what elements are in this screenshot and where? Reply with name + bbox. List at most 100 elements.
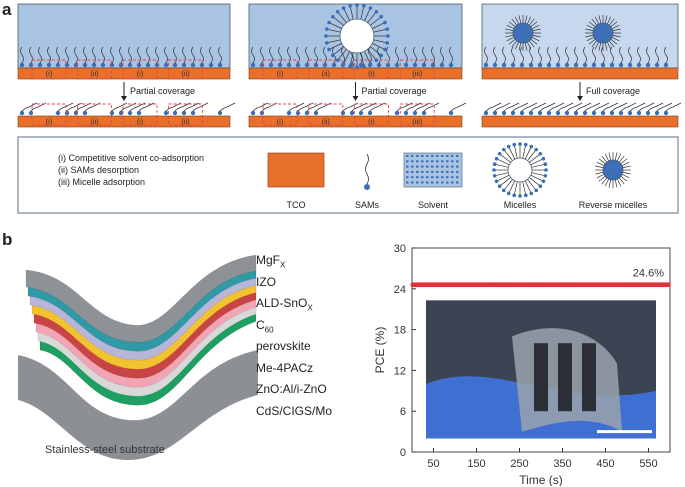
micelle-tail — [611, 24, 620, 29]
legend-symbol-label: Solvent — [418, 200, 449, 210]
sam-chain — [164, 46, 168, 64]
micelle-head — [512, 193, 517, 198]
sam-chain — [20, 46, 24, 64]
sam-head — [600, 62, 606, 68]
sam-chain — [574, 46, 578, 64]
micelle-tail — [332, 16, 344, 26]
sam-head — [259, 62, 265, 68]
layer-label: MgFX — [256, 253, 286, 270]
layer-stack-illustration — [18, 254, 258, 460]
micelle-tail — [522, 181, 527, 196]
roman-label-top: (ii) — [90, 69, 99, 78]
solvent-dot — [426, 181, 429, 184]
micelle-tail — [527, 149, 537, 161]
micelle-tail — [586, 37, 595, 42]
legend-box — [17, 136, 679, 214]
micelle-tail — [598, 15, 602, 24]
micelle-head — [506, 191, 511, 196]
sam-chain — [183, 102, 200, 112]
mechanism-box — [77, 59, 112, 80]
micelle-tail — [532, 28, 541, 32]
sam-head — [510, 62, 516, 68]
micelle-tail — [608, 179, 612, 188]
micelle-tail — [607, 16, 612, 25]
micelle-tail — [617, 178, 622, 187]
micelle-head — [523, 142, 528, 147]
micelle-head — [335, 58, 340, 63]
sam-head — [109, 62, 115, 68]
micelle-head — [355, 65, 359, 69]
solvent-dot — [441, 155, 444, 157]
micelle-tail — [620, 175, 628, 182]
micelle-head — [543, 173, 548, 178]
sam-head — [510, 110, 516, 116]
sam-head — [394, 62, 400, 68]
sam-head — [331, 62, 337, 68]
y-tick-label: 0 — [400, 447, 406, 459]
sam-head — [546, 62, 552, 68]
micelle-head — [534, 147, 539, 152]
sam-head — [250, 110, 256, 116]
sam-head — [564, 62, 570, 68]
solvent-dot — [426, 176, 429, 179]
sam-head — [37, 62, 43, 68]
sam-head — [403, 110, 409, 116]
sam-chain — [423, 102, 440, 112]
sam-chain — [57, 102, 74, 112]
micelle-head — [541, 179, 546, 184]
sam-chain — [494, 102, 511, 112]
cell-stripe — [582, 343, 596, 412]
solvent-dot — [451, 170, 454, 173]
solvent-dot — [451, 165, 454, 168]
sam-head — [636, 110, 642, 116]
micelle-tail — [514, 41, 519, 50]
x-tick-label: 350 — [553, 458, 571, 470]
micelle-head — [362, 64, 366, 69]
sam-chain — [511, 46, 515, 64]
sam-chain — [629, 102, 646, 112]
solvent-dot — [456, 170, 459, 173]
micelle-tail — [360, 5, 365, 20]
micelle-tail — [528, 40, 535, 48]
sam-chain — [377, 46, 381, 64]
sam-chain — [101, 46, 105, 64]
mechanism-box — [354, 59, 389, 80]
sam-head — [591, 62, 597, 68]
micelle-tail — [598, 158, 606, 165]
sam-chain — [521, 102, 538, 112]
sam-head — [64, 110, 70, 116]
sam-head — [573, 110, 579, 116]
sam-chain — [138, 102, 155, 112]
sam-chain — [65, 46, 69, 64]
micelle-head — [494, 156, 499, 161]
micelle-tail — [524, 15, 528, 24]
micelle-head — [538, 184, 543, 189]
micelle-head — [544, 168, 548, 172]
sam-head — [358, 110, 364, 116]
solvent-dot — [431, 160, 434, 163]
micelle-head — [335, 9, 340, 14]
micelle-tail — [529, 153, 541, 163]
micelle-tail — [614, 152, 618, 161]
micelle-head — [368, 62, 373, 66]
sam-head — [181, 110, 187, 116]
layer-label: IZO — [256, 274, 276, 289]
solvent-dot — [426, 165, 429, 168]
sam-head — [546, 110, 552, 116]
sam-head — [573, 62, 579, 68]
tco-bottom-3 — [481, 115, 679, 128]
cell-stripe — [534, 343, 548, 412]
micelle-head — [529, 191, 534, 196]
sam-chain — [529, 46, 533, 64]
sam-head — [627, 62, 633, 68]
micelle-tail — [604, 42, 608, 51]
mechanism-box — [399, 103, 435, 126]
sam-chain — [219, 102, 236, 112]
micelle-tail — [595, 171, 604, 175]
sam-head — [217, 110, 223, 116]
sam-head — [555, 110, 561, 116]
sam-head — [304, 62, 310, 68]
sam-chain — [620, 102, 637, 112]
roman-label-top: (ii) — [181, 69, 190, 78]
micelle-core — [512, 22, 534, 44]
